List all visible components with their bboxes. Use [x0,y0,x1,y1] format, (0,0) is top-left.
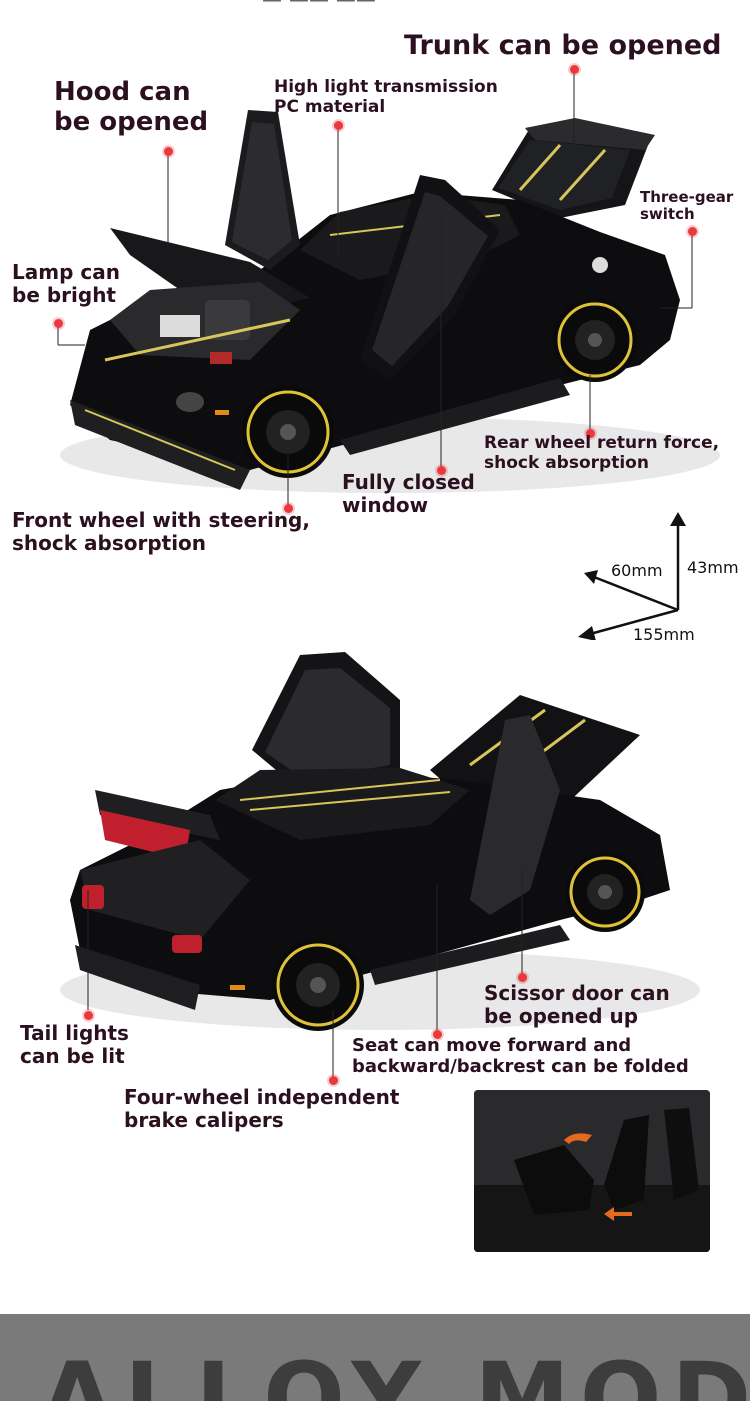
banner-text: ALLOY MODEL [40,1342,750,1401]
marker-dot-front-wheel [284,504,293,513]
marker-dot-pc [334,121,343,130]
label-front-wheel: Front wheel with steering, shock absorpt… [12,508,310,555]
label-window: Fully closed window [342,470,475,517]
alloy-model-banner: ALLOY MODEL [0,1314,750,1401]
label-scissor-door: Scissor door can be opened up [484,981,670,1028]
marker-dot-window [437,466,446,475]
marker-dot-rear-wheel [586,429,595,438]
marker-dot-tail [84,1011,93,1020]
label-hood: Hood can be opened [54,77,209,137]
marker-dot-lamp [54,319,63,328]
marker-dot-calipers [329,1076,338,1085]
header-fragment: — —— —— [262,0,376,11]
marker-dot-hood [164,147,173,156]
seat-photo-inset [474,1090,710,1252]
label-seat: Seat can move forward and backward/backr… [352,1035,689,1077]
car-front-view-image [57,70,720,640]
marker-dot-scissor [518,973,527,982]
dimension-height: 43mm [687,558,739,577]
label-three-gear-switch: Three-gear switch [640,188,734,224]
marker-dot-seat [433,1030,442,1039]
label-pc-material: High light transmission PC material [274,77,498,117]
label-tail-lights: Tail lights can be lit [20,1021,129,1068]
dimension-width: 60mm [611,561,663,580]
marker-dot-trunk [570,65,579,74]
marker-dot-three-gear [688,227,697,236]
car-rear-view-image [60,652,700,1078]
label-rear-wheel: Rear wheel return force, shock absorptio… [484,433,720,473]
label-lamp: Lamp can be bright [12,260,120,307]
dimension-length: 155mm [633,625,695,644]
label-trunk: Trunk can be opened [404,30,722,61]
label-brake-calipers: Four-wheel independent brake calipers [124,1085,400,1132]
